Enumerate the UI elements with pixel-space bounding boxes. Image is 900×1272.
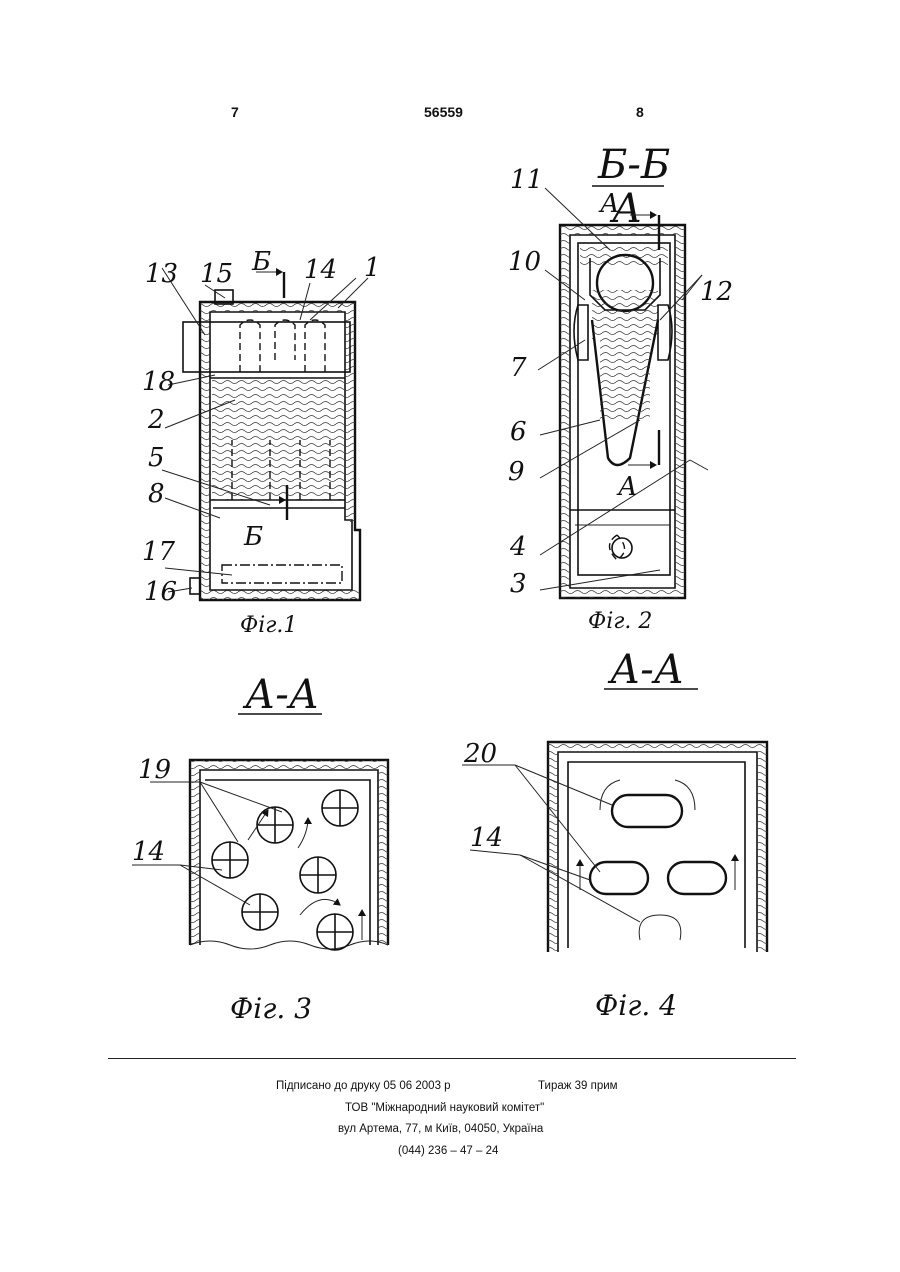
fig4-caption: Фiг. 4 (595, 989, 677, 1022)
fig3-caption: Фiг. 3 (230, 992, 312, 1025)
fig1-caption: Фiг.1 (240, 613, 297, 638)
fig2-label-10: 10 (508, 247, 541, 277)
figure-1: 13 15 Б 14 1 18 2 5 8 Б 17 16 Фiг.1 (142, 247, 381, 638)
imprint-circulation: Тираж 39 прим (538, 1080, 618, 1092)
fig4-label-14: 14 (470, 823, 503, 853)
imprint-address: вул Артема, 77, м Київ, 04050, Україна (338, 1123, 543, 1135)
fig1-label-15: 15 (200, 259, 233, 289)
footer-divider (108, 1058, 796, 1059)
fig1-label-2: 2 (147, 405, 165, 435)
fig2-section-title-top: Б-Б (597, 142, 670, 188)
fig4-label-20: 20 (463, 739, 497, 769)
fig2-label-a-bottom: А (616, 472, 638, 502)
fig2-label-a-top: А (598, 189, 620, 219)
fig1-label-18: 18 (142, 367, 175, 397)
fig1-label-16: 16 (144, 577, 177, 607)
fig2-label-7: 7 (510, 353, 527, 383)
fig2-label-3: 3 (510, 569, 527, 599)
fig1-label-14: 14 (304, 255, 337, 285)
fig4-section-title: А-А (607, 647, 684, 693)
fig3-section-title: А-А (242, 672, 319, 718)
patent-drawings: 13 15 Б 14 1 18 2 5 8 Б 17 16 Фiг.1 Б-Б … (0, 0, 900, 1050)
fig2-label-6: 6 (510, 417, 527, 447)
fig3-label-19: 19 (138, 755, 171, 785)
figure-4: А-А 20 14 Фiг. 4 (462, 647, 767, 1022)
fig2-label-4: 4 (509, 532, 527, 562)
fig1-label-1: 1 (364, 253, 381, 283)
fig1-label-13: 13 (145, 259, 178, 289)
fig2-label-12: 12 (700, 277, 733, 307)
imprint-phone: (044) 236 – 47 – 24 (398, 1145, 498, 1157)
fig1-label-5: 5 (148, 443, 165, 473)
imprint-signed: Пiдписано до друку 05 06 2003 р (276, 1080, 451, 1092)
fig1-label-section-b-top: Б (251, 247, 271, 277)
imprint-publisher: ТОВ "Мiжнародний науковий комiтет" (345, 1102, 544, 1114)
fig2-label-11: 11 (510, 165, 543, 195)
fig2-caption: Фiг. 2 (588, 609, 652, 634)
fig1-label-17: 17 (142, 537, 176, 567)
fig3-label-14: 14 (132, 837, 165, 867)
fig1-label-8: 8 (148, 479, 165, 509)
figure-3: А-А 19 14 Фiг. 3 (132, 672, 388, 1025)
fig2-label-9: 9 (508, 457, 525, 487)
figure-2: Б-Б А (508, 142, 733, 634)
fig1-label-section-b-bottom: Б (243, 522, 263, 552)
